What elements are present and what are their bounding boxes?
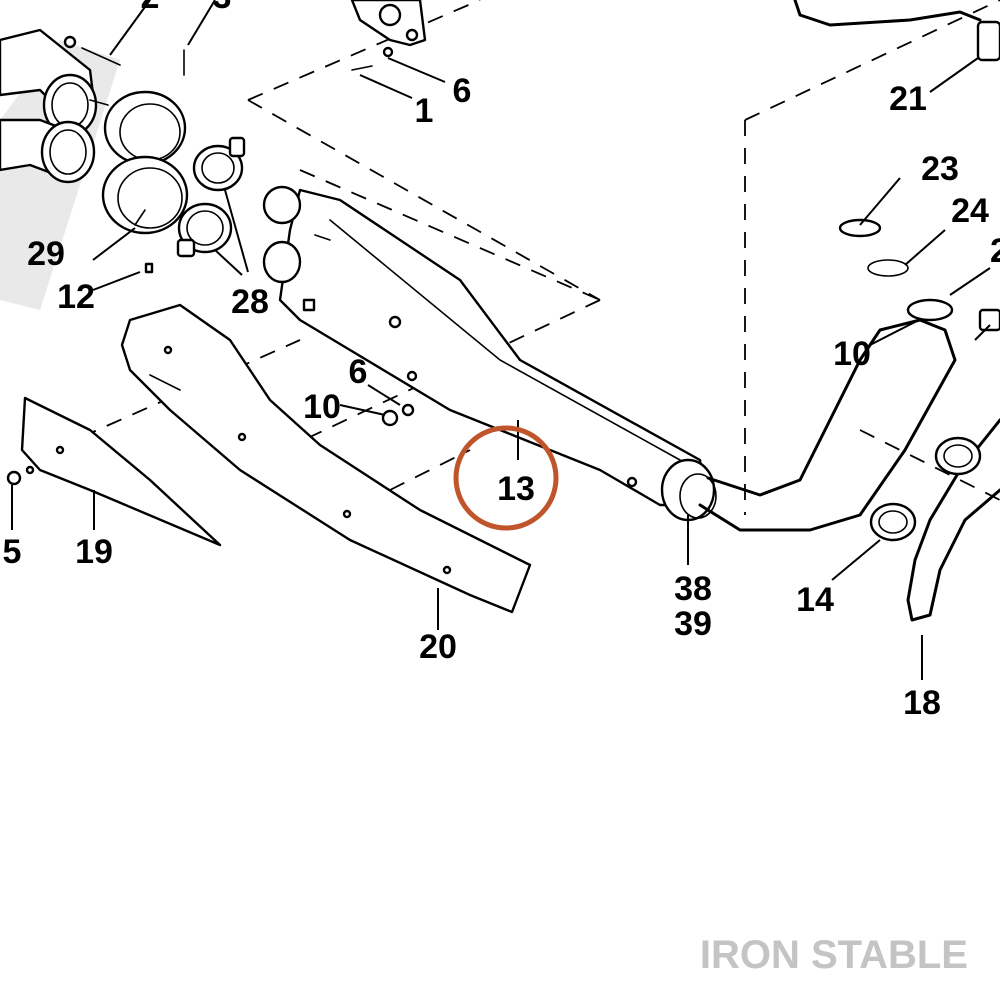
heat-shield-part-19 (20, 396, 222, 547)
exhaust-clamps-part-28 (176, 136, 246, 258)
callout-13: 13 (497, 470, 535, 508)
callout-10-right: 10 (833, 335, 871, 373)
callout-14: 14 (796, 581, 834, 619)
callout-24: 24 (951, 192, 989, 230)
bolts-part-2-3 (63, 35, 185, 274)
heat-shield-part-20 (120, 303, 532, 614)
callout-6-mid: 6 (349, 353, 368, 391)
callout-3: 3 (213, 0, 232, 16)
highlight-circle-part-13 (453, 425, 559, 531)
fasteners-part-6-10 (381, 403, 415, 427)
gasket-part-23-24 (838, 218, 909, 277)
callout-labels: 1 2 3 6 29 12 28 21 23 24 2 10 6 10 13 3… (3, 0, 1000, 722)
callout-38: 38 (674, 570, 712, 608)
callout-5: 5 (3, 533, 22, 571)
exhaust-sleeves-part-29 (101, 90, 189, 235)
callout-39: 39 (674, 605, 712, 643)
callout-6-top: 6 (453, 72, 472, 110)
hose-clamps-part-14 (869, 436, 982, 542)
pipe-part-21 (793, 0, 1000, 62)
muffler-assembly (262, 185, 717, 522)
callout-leader-lines (11, 0, 991, 680)
brand-watermark: IRON STABLE (700, 933, 968, 977)
callout-12: 12 (57, 278, 95, 316)
mount-bracket-part-1 (350, 0, 427, 71)
screw-part-5 (6, 465, 35, 486)
rear-header-pipe (698, 298, 957, 532)
callout-20: 20 (419, 628, 457, 666)
callout-25-partial: 2 (990, 232, 1000, 270)
callout-23: 23 (921, 150, 959, 188)
callout-29: 29 (27, 235, 65, 273)
alignment-dashed-lines (29, 0, 1000, 515)
callout-21: 21 (889, 80, 927, 118)
callout-18: 18 (903, 684, 941, 722)
callout-2: 2 (141, 0, 160, 16)
callout-1: 1 (415, 92, 434, 130)
callout-10-mid: 10 (303, 388, 341, 426)
pipe-part-18 (906, 308, 1000, 622)
callout-28: 28 (231, 283, 269, 321)
header-pipes-upper-left (0, 28, 109, 184)
callout-19: 19 (75, 533, 113, 571)
